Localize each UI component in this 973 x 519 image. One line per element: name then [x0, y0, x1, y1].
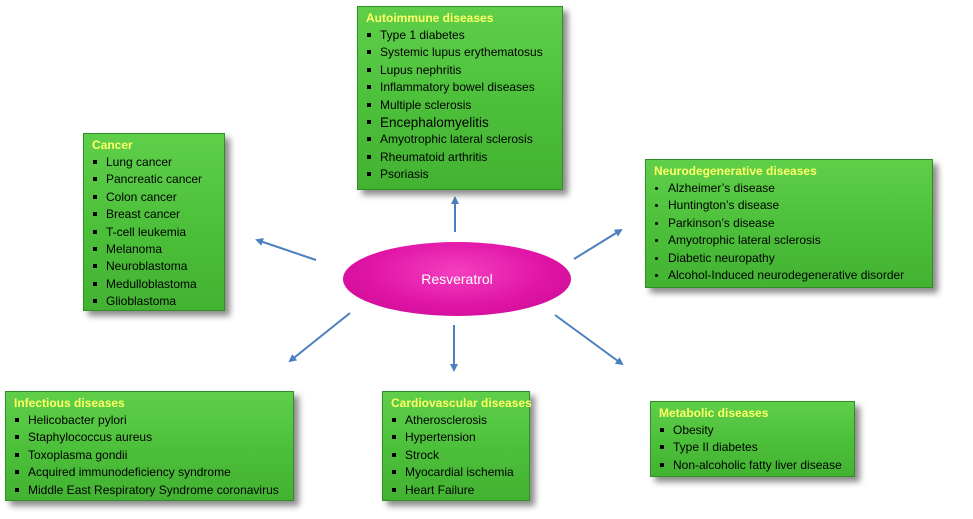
cancer-box: Cancer Lung cancer Pancreatic cancer Col…: [83, 133, 225, 311]
list-item: Neuroblastoma: [92, 258, 218, 275]
infectious-list: Helicobacter pylori Staphylococcus aureu…: [14, 412, 287, 499]
list-item: Systemic lupus erythematosus: [366, 44, 556, 61]
list-item: Pancreatic cancer: [92, 171, 218, 188]
list-item: Alzheimer’s disease: [654, 180, 926, 197]
list-item: Inflammatory bowel diseases: [366, 79, 556, 96]
list-item: Multiple sclerosis: [366, 97, 556, 114]
neurodegenerative-title: Neurodegenerative diseases: [654, 164, 817, 178]
list-item: Medulloblastoma: [92, 276, 218, 293]
list-item: T-cell leukemia: [92, 224, 218, 241]
resveratrol-node: Resveratrol: [343, 242, 571, 316]
list-item: Lupus nephritis: [366, 62, 556, 79]
cancer-list: Lung cancer Pancreatic cancer Colon canc…: [92, 154, 218, 311]
cancer-title: Cancer: [92, 138, 133, 152]
infectious-title: Infectious diseases: [14, 396, 125, 410]
metabolic-box: Metabolic diseases Obesity Type II diabe…: [650, 401, 855, 477]
list-item: Encephalomyelitis: [366, 114, 556, 131]
list-item: Psoriasis: [366, 166, 556, 183]
list-item: Obesity: [659, 422, 848, 439]
list-item: Breast cancer: [92, 206, 218, 223]
list-item: Amyotrophic lateral sclerosis: [654, 232, 926, 249]
list-item: Myocardial ischemia: [391, 464, 523, 481]
list-item: Atherosclerosis: [391, 412, 523, 429]
list-item: Rheumatoid arthritis: [366, 149, 556, 166]
list-item: Parkinson’s disease: [654, 215, 926, 232]
autoimmune-list: Type 1 diabetes Systemic lupus erythemat…: [366, 27, 556, 184]
list-item: Heart Failure: [391, 482, 523, 499]
list-item: Helicobacter pylori: [14, 412, 287, 429]
cardiovascular-list: Atherosclerosis Hypertension Strock Myoc…: [391, 412, 523, 499]
list-item: Strock: [391, 447, 523, 464]
list-item: Glioblastoma: [92, 293, 218, 310]
metabolic-list: Obesity Type II diabetes Non-alcoholic f…: [659, 422, 848, 474]
resveratrol-label: Resveratrol: [421, 271, 493, 287]
list-item: Type 1 diabetes: [366, 27, 556, 44]
arrow-to-neuro: [573, 228, 623, 260]
list-item: Middle East Respiratory Syndrome coronav…: [14, 482, 287, 499]
list-item: Colon cancer: [92, 189, 218, 206]
cardiovascular-box: Cardiovascular diseases Atherosclerosis …: [382, 391, 532, 501]
list-item: Lung cancer: [92, 154, 218, 171]
list-item: Diabetic neuropathy: [654, 250, 926, 267]
metabolic-title: Metabolic diseases: [659, 406, 769, 420]
list-item: Non-alcoholic fatty liver disease: [659, 457, 848, 474]
list-item: Huntington’s disease: [654, 197, 926, 214]
infectious-box: Infectious diseases Helicobacter pylori …: [5, 391, 294, 501]
list-item: Alcohol-Induced neurodegenerative disord…: [654, 267, 926, 284]
arrow-to-infectious: [288, 312, 351, 363]
cardiovascular-title: Cardiovascular diseases: [391, 396, 532, 410]
list-item: Type II diabetes: [659, 439, 848, 456]
neurodegenerative-box: Neurodegenerative diseases Alzheimer’s d…: [645, 159, 933, 288]
arrow-to-metabolic: [554, 314, 624, 366]
list-item: Toxoplasma gondii: [14, 447, 287, 464]
autoimmune-title: Autoimmune diseases: [366, 11, 494, 25]
list-item: Hypertension: [391, 429, 523, 446]
neurodegenerative-list: Alzheimer’s disease Huntington’s disease…: [654, 180, 926, 284]
list-item: Acquired immunodeficiency syndrome: [14, 464, 287, 481]
list-item: Amyotrophic lateral sclerosis: [366, 131, 556, 148]
list-item: Melanoma: [92, 241, 218, 258]
autoimmune-box: Autoimmune diseases Type 1 diabetes Syst…: [357, 6, 563, 190]
arrow-to-cancer: [255, 238, 317, 261]
list-item: Staphylococcus aureus: [14, 429, 287, 446]
